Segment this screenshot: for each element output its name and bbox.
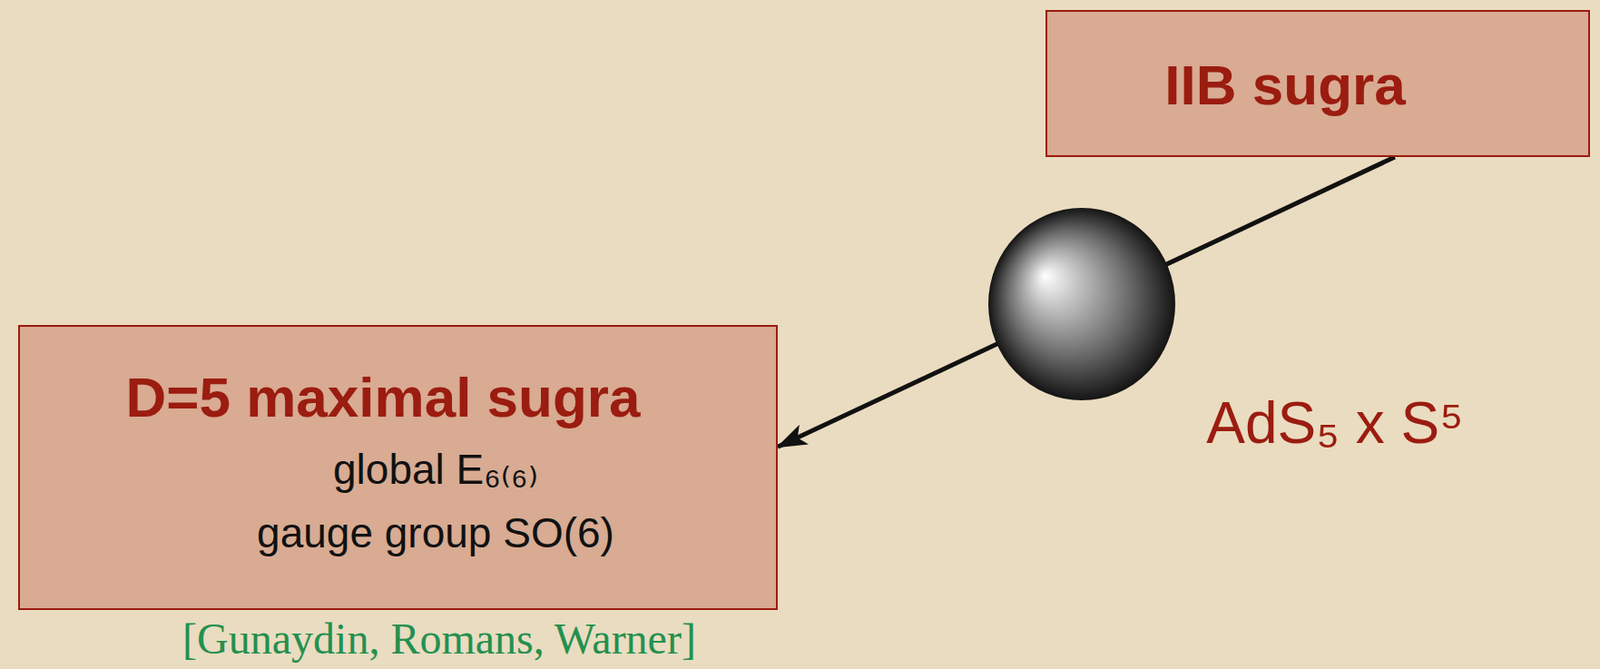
text-box: D=5 maximal sugra global E₆₍₆₎ gauge group… [18, 324, 778, 610]
box-heading: IIB sugra [1164, 52, 1405, 118]
sphere [988, 207, 1176, 401]
geometry-label: AdS₅ x S⁵ [1206, 390, 1464, 458]
box-text: gauge group SO(6) [256, 509, 615, 558]
box-heading: D=5 maximal sugra [126, 364, 641, 430]
text-box: IIB sugra [1045, 9, 1591, 158]
citation: [Gunaydin, Romans, Warner] [182, 613, 697, 664]
box-text: global E₆₍₆₎ [333, 445, 539, 494]
